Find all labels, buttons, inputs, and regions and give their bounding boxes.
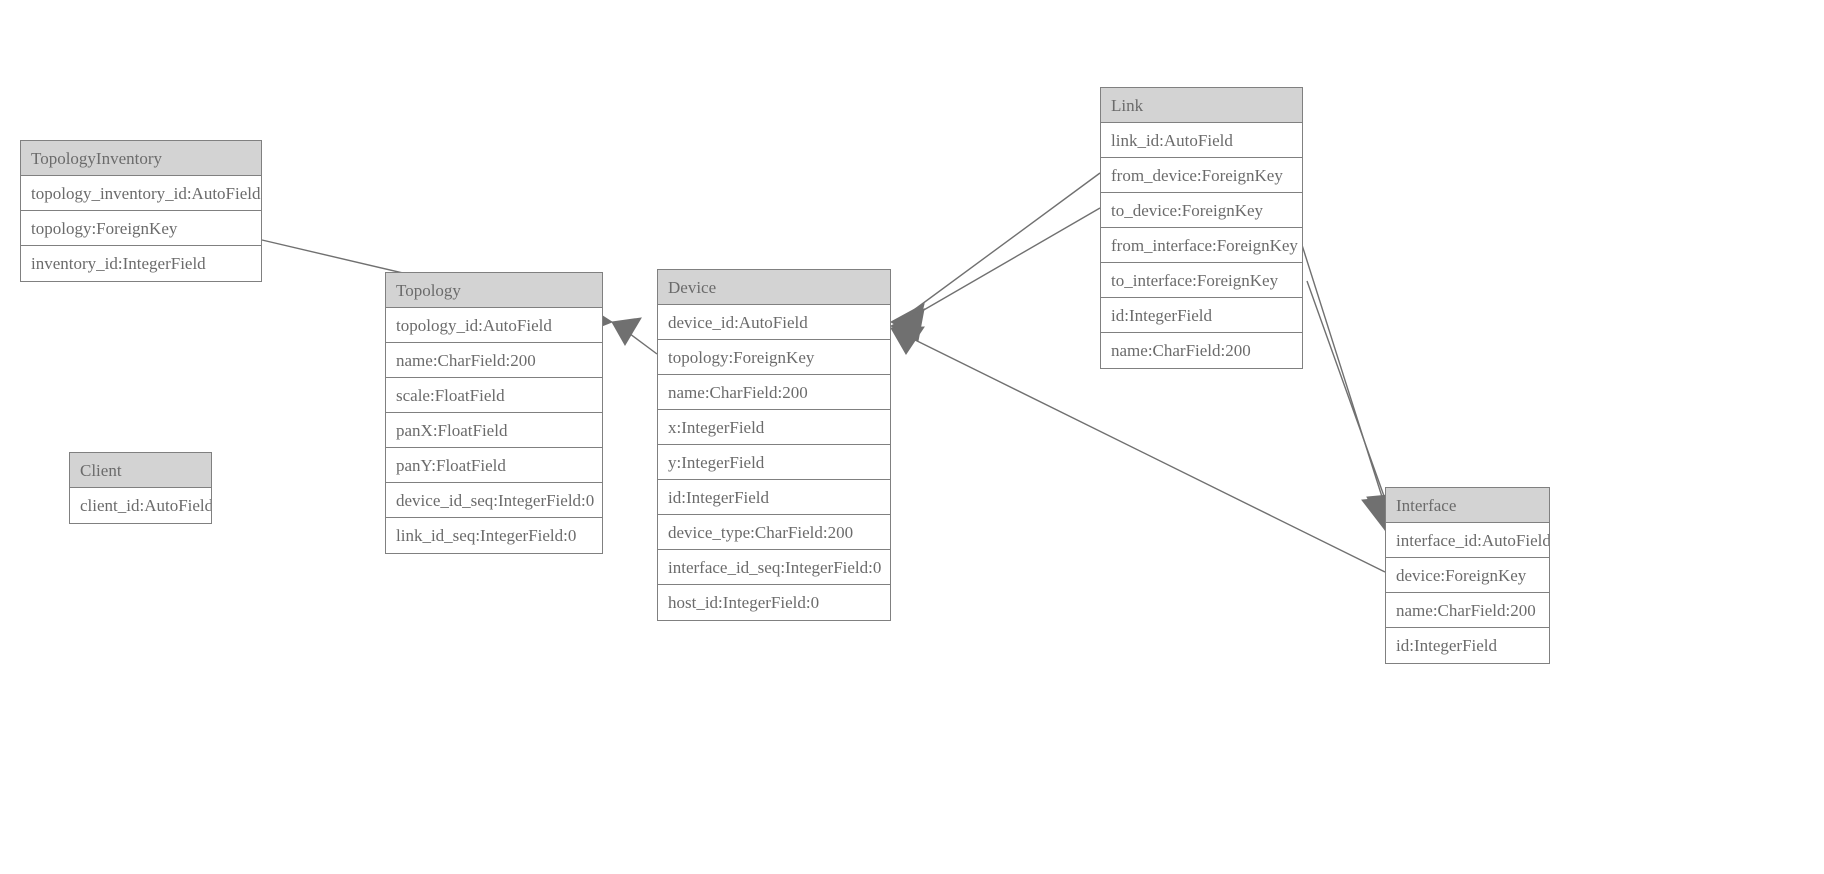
relationship-arrowhead-icon — [889, 308, 925, 342]
entity-field: panY:FloatField — [386, 448, 602, 483]
entity-field: client_id:AutoField — [70, 488, 211, 523]
entity-field: device_type:CharField:200 — [658, 515, 890, 550]
relationship-arrowhead-icon — [890, 326, 925, 355]
entity-title-interface: Interface — [1386, 488, 1549, 523]
entity-field: id:IntegerField — [658, 480, 890, 515]
entity-field: topology_id:AutoField — [386, 308, 602, 343]
entity-field: id:IntegerField — [1101, 298, 1302, 333]
entity-title-device: Device — [658, 270, 890, 305]
rel-link-from-device — [889, 172, 1101, 337]
entity-field: scale:FloatField — [386, 378, 602, 413]
entity-field: x:IntegerField — [658, 410, 890, 445]
relationship-arrowhead-icon — [889, 303, 925, 337]
entity-field: id:IntegerField — [1386, 628, 1549, 663]
entity-field: link_id:AutoField — [1101, 123, 1302, 158]
entity-field: name:CharField:200 — [1101, 333, 1302, 368]
entity-field: y:IntegerField — [658, 445, 890, 480]
rel-device-topology — [611, 317, 658, 355]
relationship-line — [904, 334, 1386, 573]
entity-field: panX:FloatField — [386, 413, 602, 448]
entity-title-client: Client — [70, 453, 211, 488]
relationship-line — [902, 207, 1101, 323]
relationship-line — [1301, 244, 1391, 523]
entity-field: name:CharField:200 — [1386, 593, 1549, 628]
entity-field: device:ForeignKey — [1386, 558, 1549, 593]
entity-field: from_device:ForeignKey — [1101, 158, 1302, 193]
rel-link-to-device — [889, 207, 1101, 342]
relationship-line — [902, 172, 1101, 319]
entity-field: name:CharField:200 — [386, 343, 602, 378]
entity-field: from_interface:ForeignKey — [1101, 228, 1302, 263]
entity-field: topology:ForeignKey — [658, 340, 890, 375]
entity-field: topology:ForeignKey — [21, 211, 261, 246]
entity-field: interface_id_seq:IntegerField:0 — [658, 550, 890, 585]
entity-title-topology: Topology — [386, 273, 602, 308]
entity-field: device_id_seq:IntegerField:0 — [386, 483, 602, 518]
relationship-line — [1306, 280, 1395, 525]
entity-field: host_id:IntegerField:0 — [658, 585, 890, 620]
relationship-arrowhead-icon — [611, 317, 642, 346]
entity-field: topology_inventory_id:AutoField — [21, 176, 261, 211]
entity-title-topology_inventory: TopologyInventory — [21, 141, 261, 176]
entity-field: name:CharField:200 — [658, 375, 890, 410]
entity-title-link: Link — [1101, 88, 1302, 123]
entity-field: inventory_id:IntegerField — [21, 246, 261, 281]
entity-field: link_id_seq:IntegerField:0 — [386, 518, 602, 553]
rel-link-from-interface — [1301, 244, 1396, 532]
entity-field: interface_id:AutoField — [1386, 523, 1549, 558]
relationship-line — [617, 324, 658, 355]
entity-field: to_device:ForeignKey — [1101, 193, 1302, 228]
entity-field: to_interface:ForeignKey — [1101, 263, 1302, 298]
entity-field: device_id:AutoField — [658, 305, 890, 340]
